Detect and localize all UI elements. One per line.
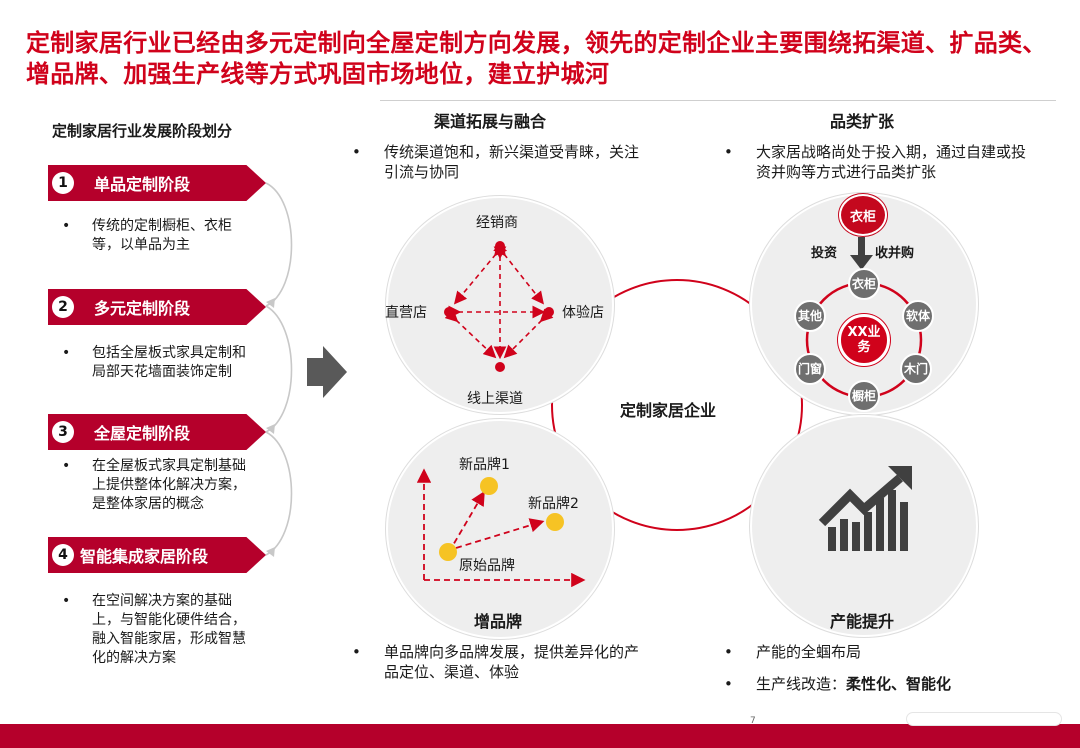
node-label-direct-store: 直营店 — [385, 305, 427, 321]
bullet: • — [724, 675, 733, 693]
bullet: • — [724, 143, 733, 161]
stage-number: 3 — [52, 421, 74, 443]
channel-text-body: 传统渠道饱和，新兴渠道受青睐，关注引流与协同 — [384, 143, 640, 181]
capacity-text-2-strong: 柔性化、智能化 — [846, 675, 952, 693]
node-label-online: 线上渠道 — [467, 391, 523, 407]
category-title: 品类扩张 — [830, 112, 895, 131]
center-label: 定制家居企业 — [620, 401, 717, 420]
node-label-experience-store: 体验店 — [562, 305, 604, 321]
bullet: • — [62, 345, 71, 361]
ring-node-wardrobe: 衣柜 — [848, 268, 880, 300]
stage-number: 4 — [52, 544, 74, 566]
brand-text: • 单品牌向多品牌发展，提供差异化的产品定位、渠道、体验 — [352, 642, 652, 682]
capacity-bullet-2: • 生产线改造：柔性化、智能化 — [724, 674, 1044, 694]
stage-label: 智能集成家居阶段 — [80, 547, 209, 566]
new-brand-1-dot — [480, 477, 498, 495]
stage-description-2: • 包括全屋板式家具定制和局部天花墙面装饰定制 — [62, 344, 252, 382]
capacity-text-1: 产能的全蝈布局 — [756, 643, 862, 661]
ring-node-doors-windows: 门窗 — [794, 353, 826, 385]
stage-desc-text: 在空间解决方案的基础上，与智能化硬件结合，融入智能家居，形成智慧化的解决方案 — [92, 593, 246, 666]
channel-text: • 传统渠道饱和，新兴渠道受青睐，关注引流与协同 — [352, 142, 652, 182]
stage-label: 全屋定制阶段 — [94, 424, 191, 443]
brand-title: 增品牌 — [474, 612, 523, 631]
stage-number: 2 — [52, 296, 74, 318]
page-number: 7 — [750, 716, 756, 726]
stage-heading: 定制家居行业发展阶段划分 — [52, 122, 233, 140]
capacity-bullet-1: • 产能的全蝈布局 — [724, 642, 1044, 662]
bullet: • — [62, 593, 71, 609]
capacity-title: 产能提升 — [830, 612, 895, 631]
stage-banner-3: 3 全屋定制阶段 — [48, 414, 266, 450]
ring-node-cabinet: 橱柜 — [848, 380, 880, 412]
stage-number: 1 — [52, 172, 74, 194]
right-arrow-icon — [307, 346, 347, 398]
title-divider — [380, 100, 1056, 101]
category-text: • 大家居战略尚处于投入期，通过自建或投资并购等方式进行品类扩张 — [724, 142, 1036, 182]
brand-label-original: 原始品牌 — [459, 558, 515, 574]
bullet: • — [62, 458, 71, 474]
stage-banner-1: 1 单品定制阶段 — [48, 165, 266, 201]
bullet: • — [62, 218, 71, 234]
page-title: 定制家居行业已经由多元定制向全屋定制方向发展，领先的定制企业主要围绕拓渠道、扩品… — [26, 29, 1047, 88]
bullet: • — [352, 643, 361, 661]
node-dot-top — [495, 241, 505, 251]
brand-text-body: 单品牌向多品牌发展，提供差异化的产品定位、渠道、体验 — [384, 643, 640, 681]
stage-label: 单品定制阶段 — [94, 175, 191, 194]
stage-banner-4: 4 智能集成家居阶段 — [48, 537, 266, 573]
node-dot-right — [544, 307, 554, 317]
stage-description-1: • 传统的定制橱柜、衣柜等，以单品为主 — [62, 217, 252, 255]
stage-label: 多元定制阶段 — [94, 299, 191, 318]
node-dot-left — [444, 307, 454, 317]
node-label-dealer: 经销商 — [476, 215, 518, 231]
brand-label-new1: 新品牌1 — [459, 457, 510, 473]
footer-bar — [0, 724, 1080, 748]
stage-description-4: • 在空间解决方案的基础上，与智能化硬件结合，融入智能家居，形成智慧化的解决方案 — [62, 592, 252, 668]
category-text-body: 大家居战略尚处于投入期，通过自建或投资并购等方式进行品类扩张 — [756, 143, 1027, 181]
new-brand-2-dot — [546, 513, 564, 531]
footer-pill — [906, 712, 1062, 726]
bullet: • — [352, 143, 361, 161]
stage-desc-text: 在全屋板式家具定制基础上提供整体化解决方案，是整体家居的概念 — [92, 458, 246, 512]
xx-business-node: XX业务 — [838, 314, 890, 366]
stage-description-3: • 在全屋板式家具定制基础上提供整体化解决方案，是整体家居的概念 — [62, 457, 252, 514]
brand-label-new2: 新品牌2 — [528, 496, 579, 512]
original-brand-dot — [439, 543, 457, 561]
ring-node-upholstery: 软体 — [902, 300, 934, 332]
stage-banner-2: 2 多元定制阶段 — [48, 289, 266, 325]
channel-title: 渠道拓展与融合 — [434, 112, 547, 131]
invest-label: 投资 — [811, 246, 838, 261]
ring-node-other: 其他 — [794, 300, 826, 332]
wardrobe-node: 衣柜 — [839, 194, 887, 236]
stage-desc-text: 传统的定制橱柜、衣柜等，以单品为主 — [92, 218, 232, 253]
bullet: • — [724, 643, 733, 661]
ring-node-wooden-door: 木门 — [900, 353, 932, 385]
merge-label: 收并购 — [875, 246, 915, 261]
capacity-text-2-prefix: 生产线改造： — [756, 675, 847, 693]
node-dot-bottom — [495, 362, 505, 372]
stage-desc-text: 包括全屋板式家具定制和局部天花墙面装饰定制 — [92, 345, 246, 380]
